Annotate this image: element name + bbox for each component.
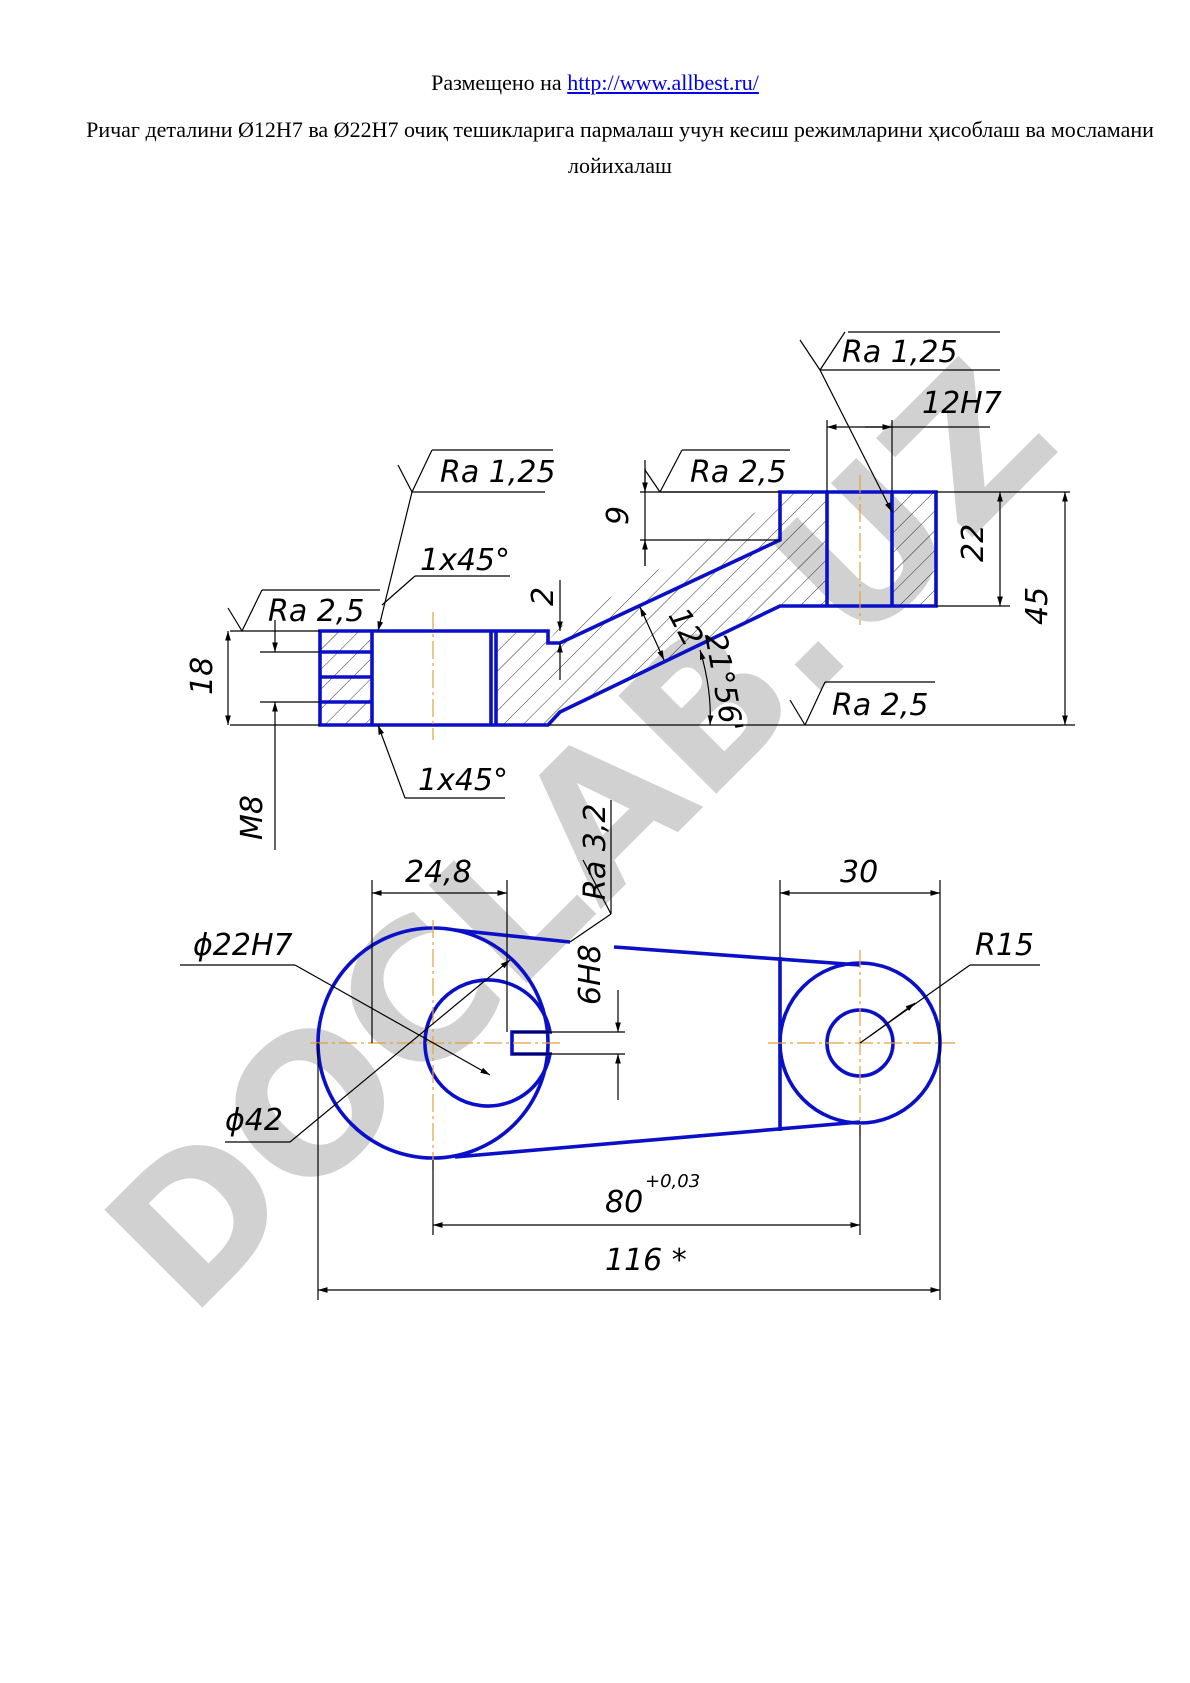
dia-42: ϕ42 (225, 1103, 283, 1138)
source-link[interactable]: http://www.allbest.ru/ (567, 70, 759, 95)
dim-22: 22 (956, 524, 991, 562)
chamfer-top: 1x45° (420, 543, 510, 578)
dia-22h7: ϕ22H7 (193, 928, 293, 963)
ra-25-left: Ra 2,5 (268, 594, 364, 629)
chamfer-bottom: 1x45° (418, 763, 508, 798)
page-header: Размещено на http://www.allbest.ru/ (0, 70, 1190, 96)
thread-m8: M8 (235, 795, 270, 840)
tol-80: +0,03 (645, 1171, 700, 1192)
fit-12h7: 12H7 (922, 386, 1002, 421)
dim-2: 2 (526, 587, 561, 606)
section-view: 45 22 12H7 Ra 1,25 9 Ra 2,5 Ra 1,25 1x4 (185, 331, 1075, 850)
dim-30: 30 (840, 855, 878, 890)
dim-24-8: 24,8 (405, 855, 472, 890)
document-title: Ричаг деталини Ø12H7 ва Ø22H7 очиқ тешик… (86, 117, 1154, 178)
plan-view: 24,8 30 Ra 3,2 6H8 ϕ22H7 ϕ42 R15 (180, 800, 1040, 1300)
dim-18: 18 (185, 657, 220, 695)
r15: R15 (975, 928, 1034, 963)
keyway-6h8: 6H8 (573, 944, 608, 1005)
dim-116: 116 * (605, 1243, 687, 1278)
ra-125-left: Ra 1,25 (440, 455, 556, 490)
header-prefix: Размещено на (431, 70, 568, 95)
dim-45: 45 (1020, 587, 1055, 625)
ra-25-bottom: Ra 2,5 (832, 688, 928, 723)
dim-80: 80 (605, 1185, 643, 1220)
ra-25-top: Ra 2,5 (690, 455, 786, 490)
ra-125-top-right: Ra 1,25 (842, 335, 958, 370)
dim-9: 9 (601, 506, 636, 525)
ra-32: Ra 3,2 (578, 804, 613, 900)
